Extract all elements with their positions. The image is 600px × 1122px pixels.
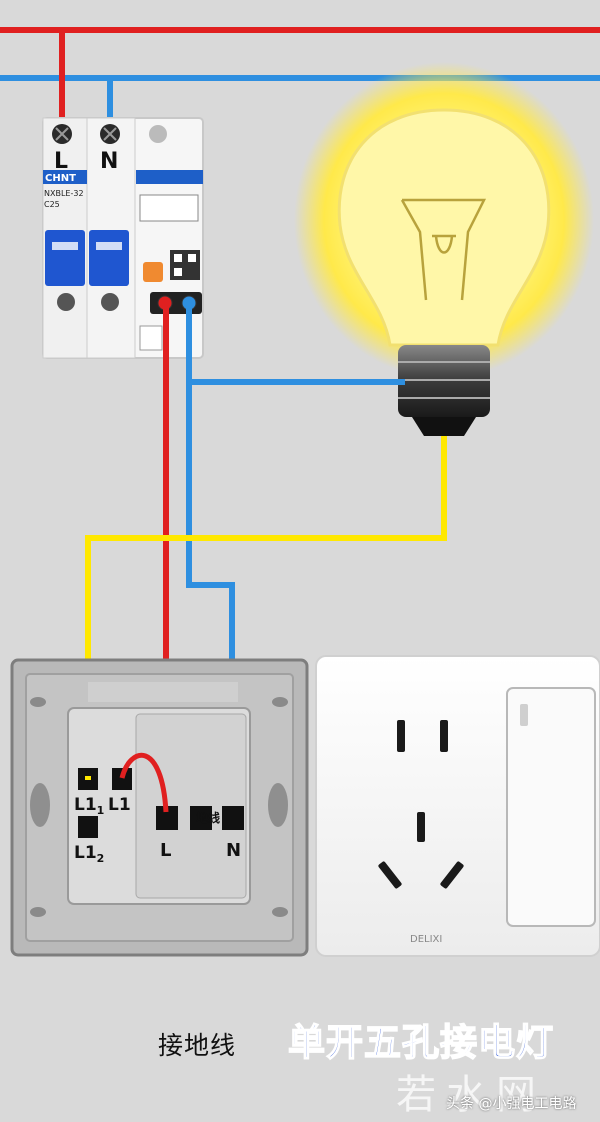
breaker-test-button [143, 262, 163, 282]
bulb-filament [400, 198, 487, 301]
breaker-terminal-l-label: L [54, 149, 68, 174]
breaker-brand: CHNT [45, 173, 76, 184]
circuit-breaker: L N CHNT NXBLE-32 C25 [42, 117, 204, 359]
terminal-n-label: N [226, 840, 241, 861]
rocker-switch [506, 687, 596, 927]
socket-slot-top-left [397, 720, 405, 752]
bulb-tip [412, 417, 476, 436]
red-jumper-wire [119, 752, 169, 813]
breaker-rating: C25 [44, 200, 60, 209]
yellow-switched-wire [85, 436, 447, 776]
terminal-l [156, 806, 178, 830]
light-bulb [294, 62, 594, 436]
terminal-l12 [78, 816, 98, 838]
watermark-logo: 若水网 [396, 1072, 546, 1118]
socket-panel: DELIXI [315, 655, 600, 957]
terminal-l1-label: L1 [108, 795, 131, 815]
ground-wire-label: 接地线 [158, 1031, 237, 1060]
socket-brand: DELIXI [410, 934, 442, 945]
breaker-toggle-1 [45, 230, 85, 286]
terminal-n [222, 806, 244, 830]
terminal-l12-label: L12 [74, 843, 104, 865]
breaker-terminal-n-label: N [100, 149, 118, 174]
diagram-title: 单开五孔接电灯 [287, 1020, 554, 1065]
breaker-brand-strip [43, 170, 87, 184]
breaker-toggle-2 [89, 230, 129, 286]
socket-slot-top-right [440, 720, 448, 752]
watermark-author: 头条 @小强电工电路 [446, 1096, 577, 1112]
terminal-l1 [112, 768, 132, 790]
socket-slot-bottom-right [440, 861, 464, 889]
terminal-l11-label: L11 [74, 795, 104, 817]
socket-slot-bottom-left [378, 861, 402, 889]
breaker-model: NXBLE-32 [44, 189, 84, 198]
switch-panel: L11 L1 L12 L 地线 N [10, 658, 309, 957]
socket-slot-ground [417, 812, 425, 842]
terminal-l-label: L [160, 840, 171, 861]
